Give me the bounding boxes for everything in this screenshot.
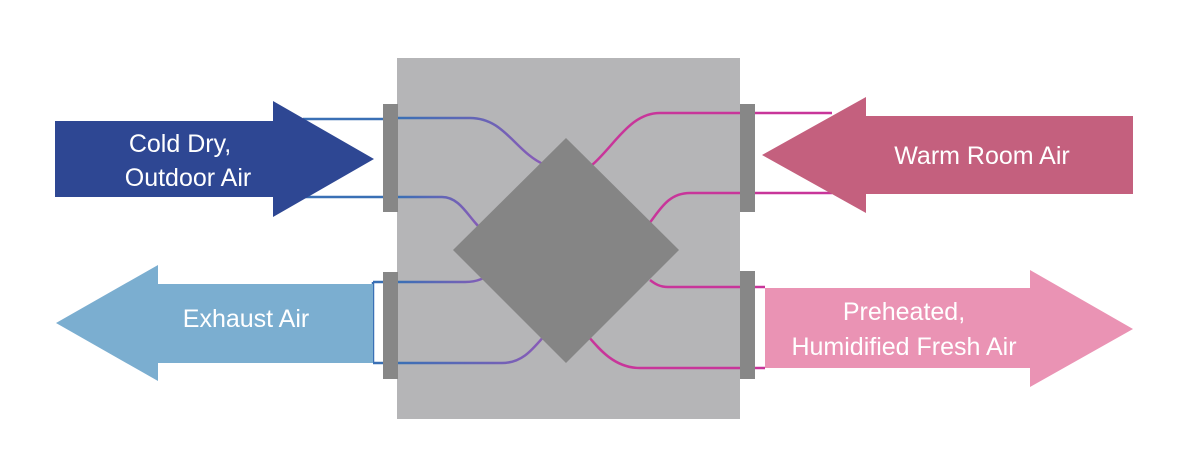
internal-duct-upper-a	[398, 116, 546, 167]
internal-duct-warm-b	[647, 191, 740, 226]
cold-dry-outdoor-air-arrow	[55, 101, 374, 217]
cold-dry-label-line2: Outdoor Air	[125, 164, 251, 192]
preheated-fresh-air-arrow	[765, 270, 1133, 387]
exhaust-air-label: Exhaust Air	[183, 305, 309, 333]
internal-duct-fresh-a	[649, 279, 740, 289]
internal-duct-warm-a	[591, 111, 740, 166]
port-right-bottom	[740, 271, 755, 379]
port-right-top	[740, 104, 755, 212]
cold-dry-label-line1: Cold Dry,	[129, 130, 231, 158]
warm-room-air-arrow	[762, 97, 1133, 213]
preheated-label-line1: Preheated,	[843, 298, 965, 326]
exhaust-air-arrow	[56, 265, 373, 381]
port-left-top	[383, 104, 398, 212]
internal-duct-lower-b	[398, 334, 546, 365]
heat-exchanger-core	[453, 138, 679, 363]
preheated-label-line2: Humidified Fresh Air	[791, 333, 1016, 361]
port-left-bottom	[383, 272, 398, 379]
warm-room-air-label: Warm Room Air	[894, 142, 1069, 170]
internal-duct-fresh-b	[587, 335, 740, 370]
right-ducts	[587, 111, 832, 370]
